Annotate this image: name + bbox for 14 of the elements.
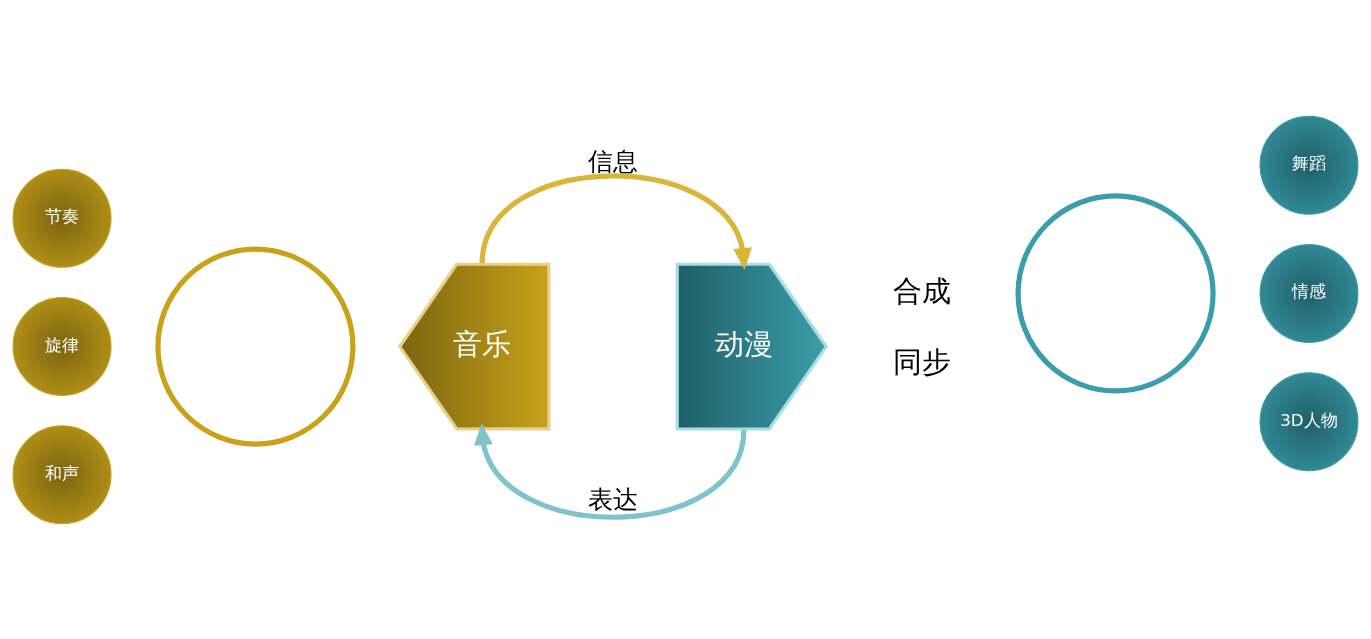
node-circle: 舞蹈: [1259, 115, 1359, 215]
arrow: [474, 423, 747, 520]
edge-label: 表达: [588, 484, 639, 514]
label: 同步: [893, 344, 952, 378]
node-circle: 和声: [12, 424, 112, 524]
node-circle: [155, 246, 356, 447]
node-circle: 情感: [1259, 243, 1359, 343]
node-circle: 节奏: [12, 168, 112, 268]
edge-label: 信息: [588, 146, 639, 176]
arrow: [479, 173, 753, 270]
node-circle: 旋律: [12, 296, 112, 396]
label: 合成: [893, 273, 952, 308]
node-circle: [1015, 192, 1216, 393]
node-circle: 3D人物: [1259, 371, 1359, 471]
